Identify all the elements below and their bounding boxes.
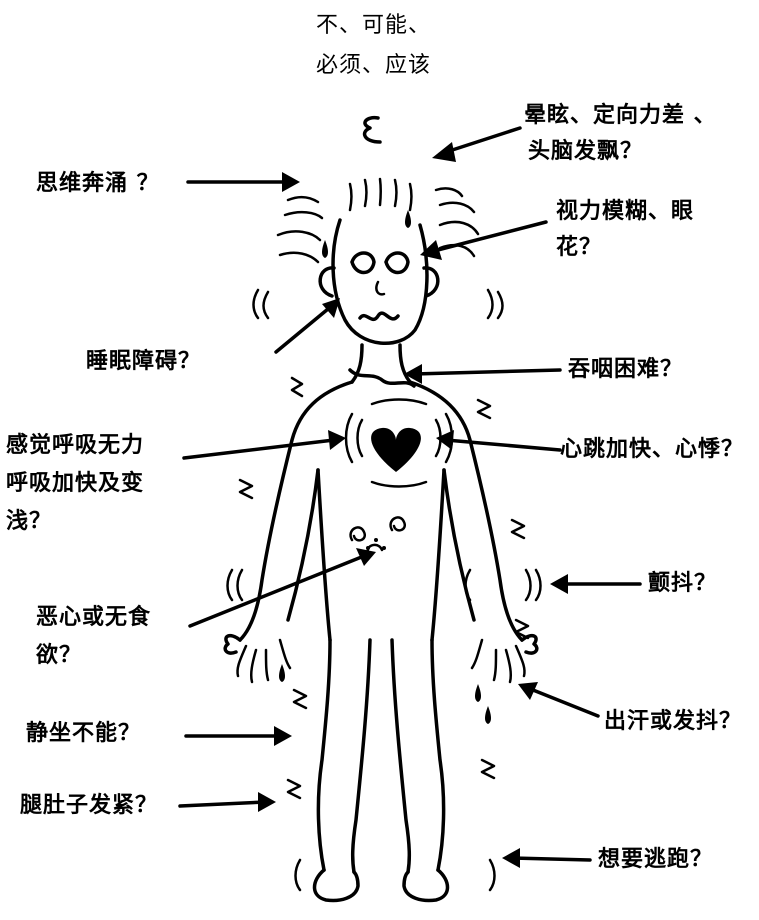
head-motion-lines — [254, 188, 503, 318]
label-trembling: 颤抖？ — [648, 570, 717, 598]
label-stomach: 腿肚子发紧？ — [20, 792, 158, 820]
label-sweating: 出汗或发抖？ — [604, 708, 742, 736]
arrow-head — [258, 792, 276, 812]
label-dizzy-line-2: 头脑发飘？ — [528, 138, 643, 166]
arrow-head — [282, 172, 300, 192]
swirl-mark — [365, 118, 380, 142]
right-leg-outer — [432, 640, 444, 870]
head-outline — [333, 220, 427, 343]
title-line-2: 必须、应该 — [316, 52, 431, 80]
right-foot — [404, 870, 448, 900]
label-restless: 静坐不能？ — [26, 720, 141, 748]
sweat-drop — [405, 210, 411, 228]
left-leg-outer — [318, 640, 330, 870]
nose — [376, 282, 384, 294]
hair-strands — [350, 179, 412, 210]
label-breathing-line-2: 呼吸加快及变 — [6, 470, 144, 498]
right-leg-inner — [392, 640, 409, 872]
torso-right — [432, 470, 444, 640]
arrow-head — [322, 298, 340, 318]
torso-left — [318, 470, 330, 640]
label-sleep: 睡眠障碍？ — [86, 348, 201, 376]
left-arm-outer — [240, 382, 352, 640]
trembling-mouth — [360, 313, 398, 319]
sweat-drop — [485, 706, 491, 724]
label-escape: 想要逃跑？ — [598, 846, 713, 874]
sweat-drop — [279, 664, 285, 682]
label-heart: 心跳加快、心悸？ — [560, 436, 744, 464]
arrow-head — [432, 142, 456, 162]
sweat-drop — [322, 240, 328, 258]
arrow-head — [274, 726, 292, 746]
label-swallowing: 吞咽困难？ — [568, 356, 683, 384]
left-arm-inner — [288, 470, 318, 620]
right-arm-outer — [410, 382, 522, 640]
right-hand — [472, 636, 537, 682]
left-eye — [352, 253, 374, 273]
label-nausea-line-1: 恶心或无食 — [36, 604, 151, 632]
arrow-head — [502, 848, 520, 868]
arrow-head — [550, 574, 568, 594]
label-breathing-line-1: 感觉呼吸无力 — [6, 432, 144, 460]
left-foot — [315, 870, 359, 900]
arrow-head — [328, 430, 346, 450]
label-breathing-line-3: 浅？ — [6, 508, 52, 536]
left-leg-inner — [353, 640, 370, 872]
label-dizzy-line-1: 晕眩、定向力差 、 — [524, 102, 717, 130]
title-line-1: 不、可能、 — [316, 12, 431, 40]
label-blurred-vision-line-1: 视力模糊、眼 — [556, 198, 694, 226]
label-nausea-line-2: 欲？ — [36, 642, 82, 670]
sweat-drop — [475, 684, 481, 702]
label-racing-thoughts: 思维奔涌 ？ — [36, 170, 160, 198]
right-eye — [386, 253, 408, 273]
heart-icon — [371, 428, 421, 472]
arrow-head — [404, 364, 422, 384]
label-blurred-vision-line-2: 花？ — [556, 234, 602, 262]
